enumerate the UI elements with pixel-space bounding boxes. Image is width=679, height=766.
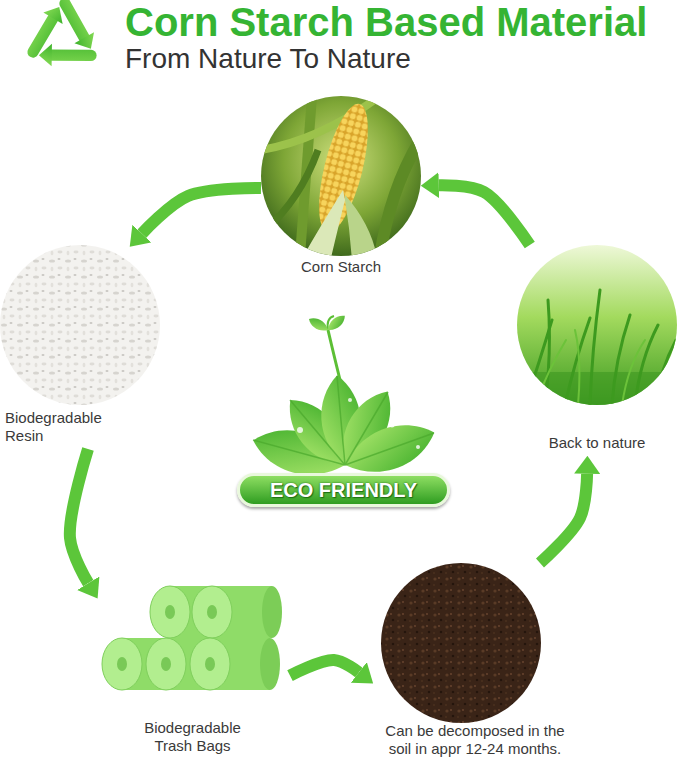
eco-leaves [248,312,441,485]
corn-picture [300,190,345,262]
trash-bag-rolls [192,586,282,638]
grass-picture [535,340,566,405]
soil-node: Can be decomposed in the soil in appr 12… [375,563,575,762]
trash-bag-rolls [165,605,175,619]
grass-picture [635,325,658,405]
resin-node: Biodegradable Resin [0,245,160,449]
step-label: Biodegradable Resin [5,405,120,449]
trash-bag-rolls [190,638,280,690]
eco-leaves [337,376,345,465]
trash-bag-rolls [102,638,192,690]
trash-bag-rolls [117,657,127,671]
recycle-icon [55,4,94,38]
eco-leaves [325,312,348,333]
trash-bag-rolls [192,586,232,638]
grass-picture [590,290,600,405]
grass-picture [525,290,676,405]
step-label: Back to nature [517,430,677,456]
eco-leaves [307,315,331,334]
corn-picture [265,150,318,230]
recycle-icon [52,38,91,72]
grass-picture [517,245,677,405]
trash-bag-rolls [207,605,217,619]
eco-leaves [297,398,420,449]
recycle-icon [37,44,61,69]
trash-bag-rolls [146,638,186,690]
cycle-arrow [142,188,261,234]
trash-bag-node: Biodegradable Trash Bags [95,565,290,759]
resin-picture [0,245,160,405]
trash-bag-rolls [262,586,282,638]
corn-picture [261,96,421,262]
grass-picture [517,372,677,405]
eco-leaves [416,445,420,449]
trash-bag-rolls [161,657,171,671]
eco-leaves [253,440,345,465]
recycle-icon [37,30,91,78]
eco-leaves [253,376,434,465]
trash-bag-rolls [205,657,215,671]
recycle-icon [43,7,62,24]
nature-node: Back to nature [517,245,677,456]
grass-picture [565,318,590,405]
step-label: Corn Starch [261,254,421,280]
title: Corn Starch Based Material [125,0,647,44]
grass-picture [535,330,645,405]
connector-group [70,185,587,675]
grass-picture [655,340,676,405]
eco-leaves [348,398,352,402]
corn-picture [261,96,421,256]
grass-picture [622,340,645,405]
trash-bag-rolls [102,586,282,690]
corn-picture [309,99,378,236]
subtitle: From Nature To Nature [125,43,411,75]
step-label: Biodegradable Trash Bags [133,715,253,759]
eco-leaves [390,423,395,428]
trash-bag-rolls [260,638,280,690]
badge-text: ECO FRIENDLY [240,476,447,504]
eco-leaves [345,433,434,465]
eco-leaves [345,392,388,465]
recycle-icon [33,4,104,78]
corn-picture [345,195,378,262]
grass-picture [517,245,677,405]
corn-picture [309,99,378,236]
recycle-icon [50,4,104,52]
eco-leaves [290,400,345,465]
cycle-arrow [70,449,88,583]
trash-bag-rolls [150,586,240,638]
grass-picture [545,300,549,405]
soil-picture [381,563,541,723]
corn-starch-node: Corn Starch [261,96,421,280]
recycle-icon [33,7,63,52]
cycle-arrow [290,660,359,676]
cycle-arrow [540,474,587,563]
step-label: Can be decomposed in the soil in appr 12… [380,718,570,762]
trash-bag-rolls [102,638,142,690]
trash-bag-rolls [150,586,190,638]
eco-badge: ECO FRIENDLY [237,473,450,507]
corn-picture [380,140,420,256]
eco-leaves [297,427,303,433]
trash-bag-rolls [190,638,230,690]
trash-bag-rolls [146,638,236,690]
grass-picture [612,315,630,405]
grass-picture [575,330,579,405]
recycle-icon [74,27,98,52]
cycle-arrow [439,185,530,245]
